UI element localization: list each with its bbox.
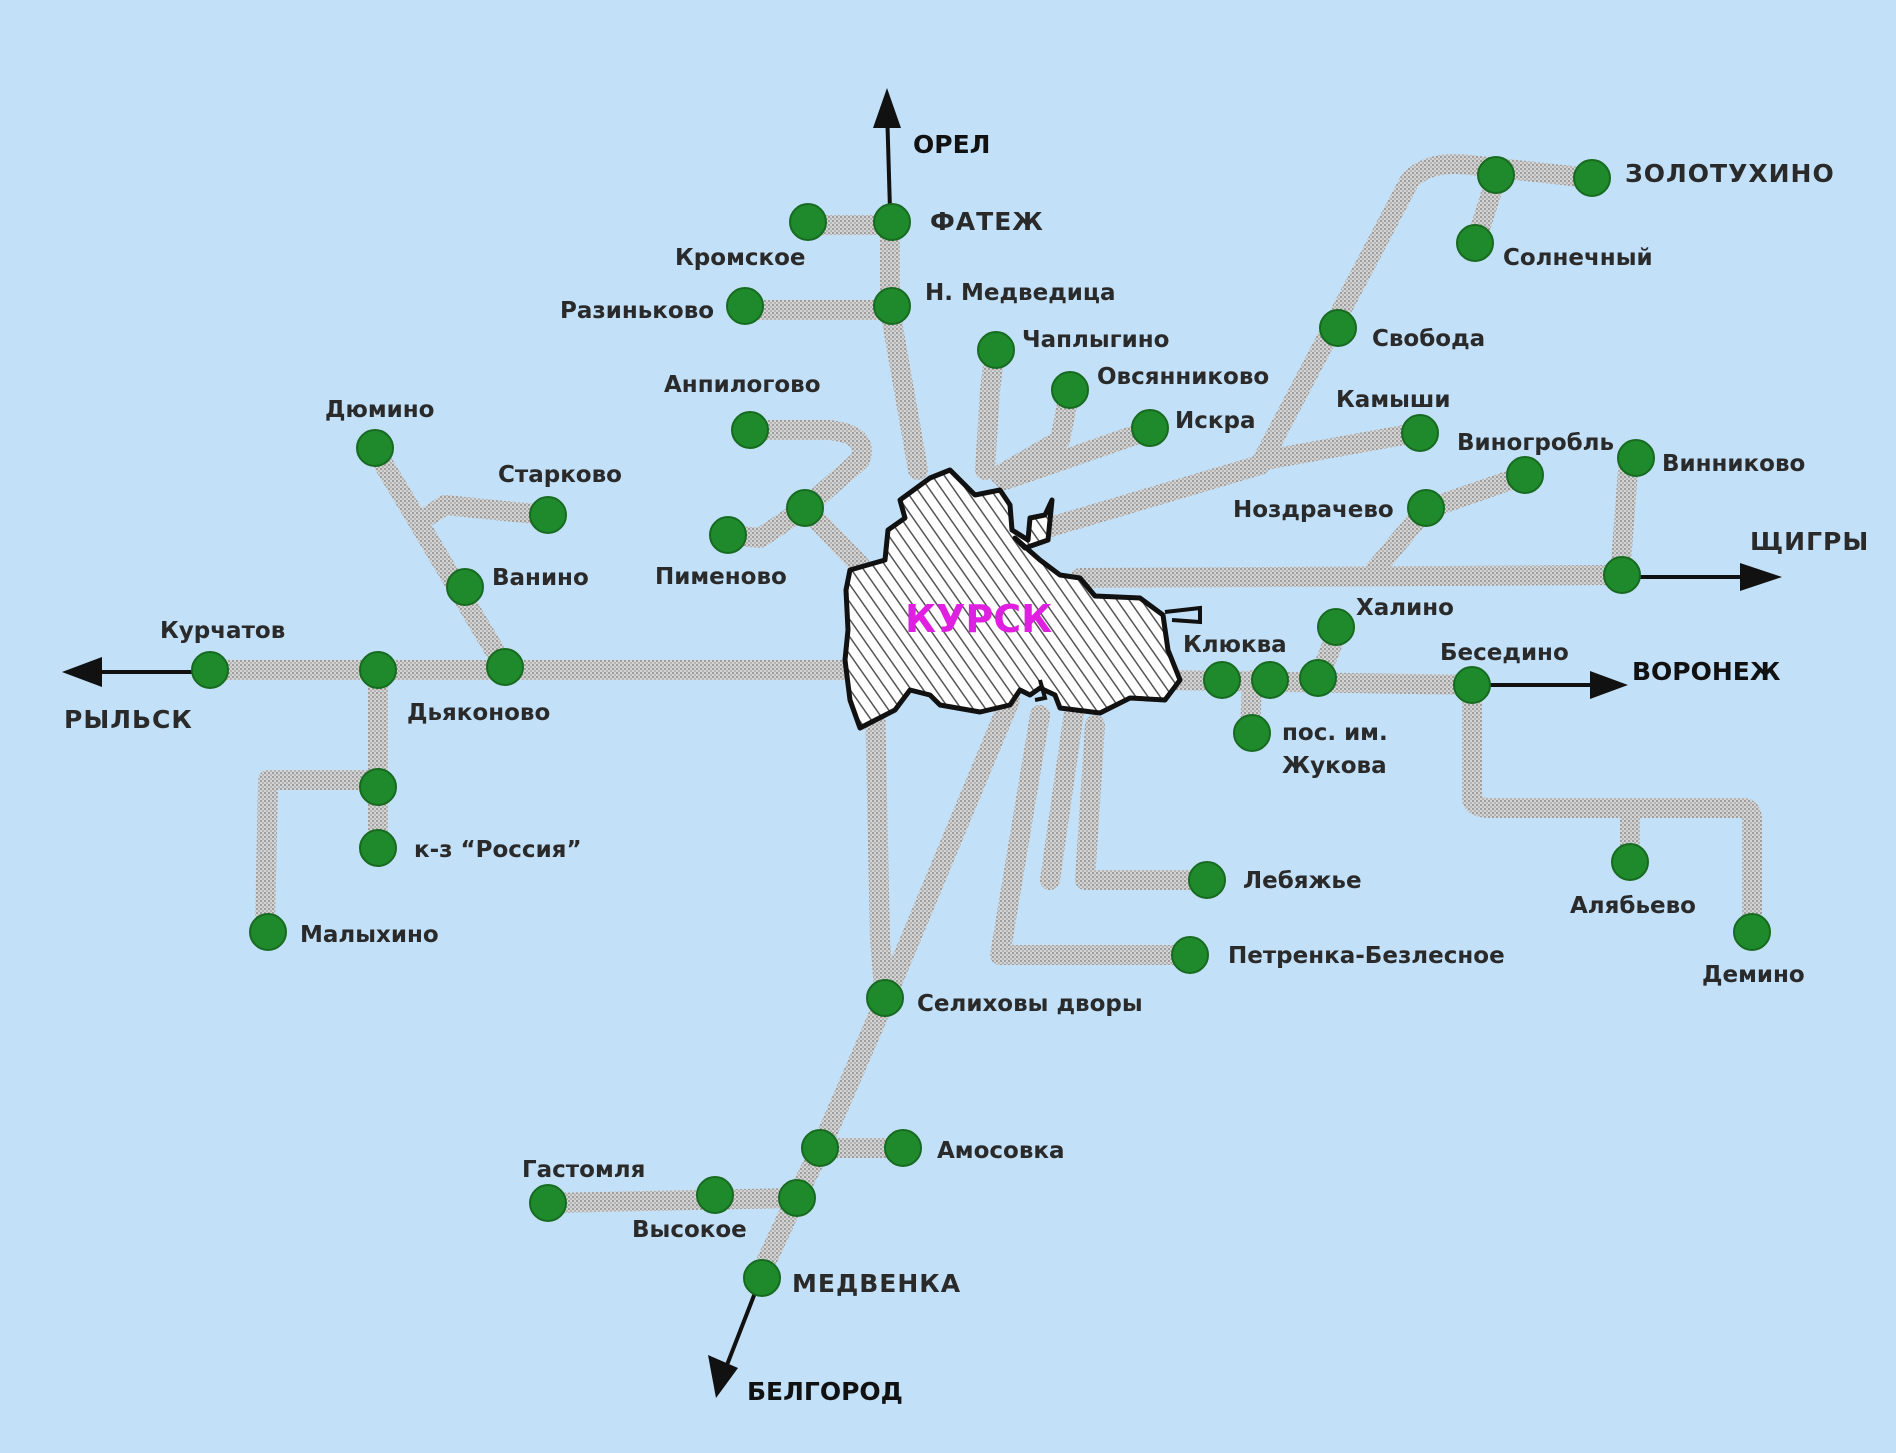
stop-khalino — [1317, 608, 1355, 646]
stop-lebyazhye — [1188, 861, 1226, 899]
stop-dyakonovo-west — [359, 651, 397, 689]
label-demino: Демино — [1702, 962, 1805, 988]
label-kurchatov: Курчатов — [160, 618, 285, 644]
stop-besedino — [1453, 666, 1491, 704]
label-alyabyevo: Алябьево — [1570, 893, 1696, 919]
stop-n-medveditsa — [873, 287, 911, 325]
label-svoboda: Свобода — [1372, 326, 1485, 352]
stops — [191, 156, 1771, 1297]
stop-selikhovy — [866, 979, 904, 1017]
label-starkovo: Старково — [498, 462, 622, 488]
label-iskra: Искра — [1175, 408, 1255, 434]
stop-fatezh — [873, 203, 911, 241]
stop-pimenovo — [709, 516, 747, 554]
stop-malykhino — [249, 913, 287, 951]
stop-shchigry-junction — [1603, 556, 1641, 594]
label-anpilogovo: Анпилогово — [664, 372, 821, 398]
label-razinkovo: Разиньково — [560, 298, 714, 324]
label-khalino: Халино — [1356, 595, 1454, 621]
label-selikhovy: Селиховы дворы — [917, 991, 1143, 1017]
stop-amosovka-junction — [801, 1129, 839, 1167]
stop-klyukva-2 — [1251, 661, 1289, 699]
stop-ovsyannikovo — [1051, 371, 1089, 409]
stop-kurchatov — [191, 651, 229, 689]
label-gastomlya: Гастомля — [522, 1157, 645, 1183]
stop-gastomlya — [529, 1184, 567, 1222]
stop-iskra — [1131, 409, 1169, 447]
stop-klyukva-3 — [1299, 659, 1337, 697]
direction-shchigry: ЩИГРЫ — [1750, 527, 1869, 556]
label-nozdrachevo: Ноздрачево — [1233, 497, 1394, 523]
stop-vinogrobl — [1506, 456, 1544, 494]
stop-zolotukhino — [1573, 159, 1611, 197]
label-amosovka: Амосовка — [937, 1138, 1065, 1164]
stop-chaplygino — [977, 331, 1015, 369]
kursk-city: КУРСК — [842, 467, 1202, 731]
label-vysokoe: Высокое — [632, 1217, 747, 1243]
stop-starkovo — [529, 496, 567, 534]
stop-kamyshi — [1401, 414, 1439, 452]
stop-vanino — [446, 568, 484, 606]
direction-arrows — [62, 88, 1782, 1398]
direction-rylsk: РЫЛЬСК — [64, 705, 193, 734]
stop-demino — [1733, 913, 1771, 951]
direction-belgorod: БЕЛГОРОД — [747, 1377, 903, 1406]
label-medvenka: МЕДВЕНКА — [792, 1269, 961, 1298]
label-malykhino: Малыхино — [300, 922, 439, 948]
label-vinogrobl: Виногробль — [1457, 430, 1614, 456]
label-dyakonovo: Дьяконово — [407, 700, 550, 726]
stop-zhukova — [1233, 714, 1271, 752]
city-label: КУРСК — [905, 597, 1052, 641]
label-vanino: Ванино — [492, 565, 589, 591]
stop-petrenka — [1171, 936, 1209, 974]
stop-svoboda — [1319, 309, 1357, 347]
label-kromskoe: Кромское — [675, 245, 806, 271]
stop-razinkovo — [726, 287, 764, 325]
label-petrenka: Петренка-Безлесное — [1228, 943, 1505, 969]
label-pimenovo: Пименово — [655, 564, 787, 590]
stop-medvenka — [743, 1259, 781, 1297]
stop-rossiya-junction — [359, 768, 397, 806]
stop-vysokoe-junction — [778, 1179, 816, 1217]
stop-klyukva — [1203, 661, 1241, 699]
direction-orel: ОРЕЛ — [913, 130, 990, 159]
stop-kromskoe — [789, 203, 827, 241]
stop-vysokoe — [696, 1176, 734, 1214]
label-solnechny: Солнечный — [1503, 245, 1653, 271]
stop-dyakonovo — [486, 648, 524, 686]
stop-vinnikovo — [1617, 439, 1655, 477]
label-rossiya: к-з “Россия” — [414, 837, 582, 863]
stop-anpilogovo — [731, 411, 769, 449]
label-chaplygino: Чаплыгино — [1022, 327, 1169, 353]
label-besedino: Беседино — [1440, 640, 1569, 666]
label-vinnikovo: Винниково — [1662, 451, 1805, 477]
stop-solnechny — [1456, 224, 1494, 262]
stop-zolotukhino-junction — [1477, 156, 1515, 194]
label-dyumino: Дюмино — [325, 397, 434, 423]
direction-voronezh: ВОРОНЕЖ — [1632, 657, 1781, 686]
label-lebyazhye: Лебяжье — [1243, 868, 1362, 894]
direction-labels: ОРЕЛ ЩИГРЫ ВОРОНЕЖ РЫЛЬСК БЕЛГОРОД — [64, 130, 1869, 1406]
label-kamyshi: Камыши — [1336, 387, 1450, 413]
label-fatezh: ФАТЕЖ — [930, 207, 1044, 236]
label-n-medveditsa: Н. Медведица — [925, 280, 1115, 306]
stop-dyumino — [356, 429, 394, 467]
stop-anpilogovo-junction — [786, 489, 824, 527]
label-zolotukhino: ЗОЛОТУХИНО — [1625, 159, 1835, 188]
stop-alyabyevo — [1611, 843, 1649, 881]
stop-amosovka — [884, 1129, 922, 1167]
stop-labels: ФАТЕЖ Кромское Н. Медведица Разиньково Ч… — [160, 159, 1835, 1298]
label-ovsyannikovo: Овсянниково — [1097, 364, 1269, 390]
label-klyukva: Клюква — [1183, 632, 1287, 658]
stop-nozdrachevo — [1407, 489, 1445, 527]
stop-rossiya — [359, 829, 397, 867]
label-zhukova-2: Жукова — [1282, 753, 1387, 779]
label-zhukova-1: пос. им. — [1282, 720, 1388, 746]
